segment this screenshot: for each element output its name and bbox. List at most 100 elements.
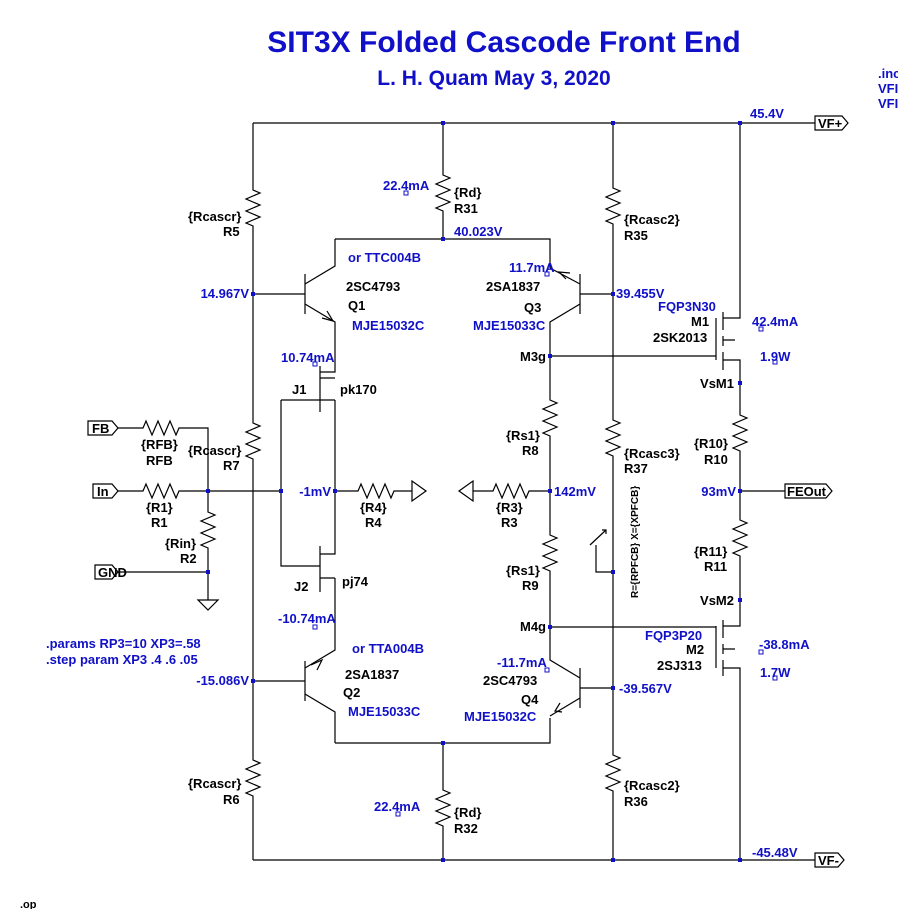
drain-top-bus xyxy=(335,238,551,268)
q4-model: MJE15032C xyxy=(464,709,537,724)
q2-model: MJE15033C xyxy=(348,704,421,719)
r35-name: R35 xyxy=(624,228,648,243)
current-j2: -10.74mA xyxy=(278,611,336,626)
port-vfp[interactable]: VF+ xyxy=(814,115,849,131)
r3-value: {R3} xyxy=(496,500,523,515)
rfb-value: {RFB} xyxy=(141,437,178,452)
j1-gate-wire xyxy=(280,399,320,567)
q3-part: 2SA1837 xyxy=(486,279,540,294)
pot-arrow xyxy=(589,529,607,546)
fb-wire xyxy=(118,419,209,491)
rd-top-wire xyxy=(434,123,452,239)
m1-model: FQP3N30 xyxy=(658,299,716,314)
r10-name: R10 xyxy=(704,452,728,467)
r10-value: {R10} xyxy=(694,436,728,451)
r32-value: {Rd} xyxy=(454,805,481,820)
q2-alt: or TTA004B xyxy=(352,641,424,656)
rin-wire xyxy=(118,491,217,600)
r31-name: R31 xyxy=(454,201,478,216)
q4-part: 2SC4793 xyxy=(483,673,537,688)
port-vfm[interactable]: VF- xyxy=(814,852,845,868)
r10-r11-wire xyxy=(731,383,749,600)
power-m1: 1.9W xyxy=(760,349,791,364)
port-fb-label: FB xyxy=(92,421,109,436)
r9-value: {Rs1} xyxy=(506,563,540,578)
page-subtitle: L. H. Quam May 3, 2020 xyxy=(377,67,610,90)
voltage-q4-base: -39.567V xyxy=(619,681,672,696)
r6-name: R6 xyxy=(223,792,240,807)
q4-emitter-arrow xyxy=(554,702,563,713)
r37-value: {Rcasc3} xyxy=(624,446,680,461)
drain-bottom-bus xyxy=(335,718,551,744)
q2-symbol xyxy=(253,640,336,743)
j2-part: pj74 xyxy=(342,574,369,589)
r5-value: {Rcascr} xyxy=(188,209,242,224)
r2-name: R2 xyxy=(180,551,197,566)
m2-part: 2SJ313 xyxy=(657,658,702,673)
q3-symbol xyxy=(549,267,613,356)
node-m3g: M3g xyxy=(520,349,546,364)
q1-part: 2SC4793 xyxy=(346,279,400,294)
j2-name: J2 xyxy=(294,579,308,594)
node-m4g: M4g xyxy=(520,619,546,634)
port-in[interactable]: In xyxy=(92,483,119,499)
current-markers xyxy=(312,190,778,817)
voltage-mid-right: 142mV xyxy=(554,484,596,499)
port-feout[interactable]: FEOut xyxy=(784,483,833,499)
q4-name: Q4 xyxy=(521,692,539,707)
power-m2: 1.7W xyxy=(760,665,791,680)
r4-name: R4 xyxy=(365,515,382,530)
r5-name: R5 xyxy=(223,224,240,239)
r11-name: R11 xyxy=(704,559,727,574)
port-gnd[interactable]: GND xyxy=(94,564,127,580)
rs-column-wire xyxy=(541,356,559,627)
r4-ground-triangle xyxy=(411,479,428,503)
m2-name: M2 xyxy=(686,642,704,657)
m1-symbol xyxy=(550,123,741,383)
current-rd-bottom: 22.4mA xyxy=(374,799,421,814)
q3-model: MJE15033C xyxy=(473,318,546,333)
node-vsm2: VsM2 xyxy=(700,593,734,608)
params-line-1: .params RP3=10 XP3=.58 xyxy=(46,636,201,651)
q1-name: Q1 xyxy=(348,298,365,313)
port-vfm-label: VF- xyxy=(818,853,839,868)
pot-label: R={RPFCB} X={XPFCB} xyxy=(630,486,641,598)
j1-symbol xyxy=(319,340,336,491)
port-vfp-label: VF+ xyxy=(818,116,843,131)
m1-part: 2SK2013 xyxy=(653,330,707,345)
port-fb[interactable]: FB xyxy=(87,420,119,436)
r1-name: R1 xyxy=(151,515,168,530)
r9-name: R9 xyxy=(522,578,539,593)
current-q4: -11.7mA xyxy=(497,655,547,670)
r7-name: R7 xyxy=(223,458,240,473)
r36-name: R36 xyxy=(624,794,648,809)
voltage-mid-left: -1mV xyxy=(299,484,331,499)
r36-value: {Rcasc2} xyxy=(624,778,680,793)
left-column-wire xyxy=(244,123,262,860)
q2-emitter-arrow xyxy=(310,658,324,671)
r6-value: {Rcascr} xyxy=(188,776,242,791)
in-wire xyxy=(118,482,281,500)
j1-name: J1 xyxy=(292,382,306,397)
r35-value: {Rcasc2} xyxy=(624,212,680,227)
q2-name: Q2 xyxy=(343,685,360,700)
current-rd-top: 22.4mA xyxy=(383,178,430,193)
j2-symbol xyxy=(319,491,336,640)
current-m1: 42.4mA xyxy=(752,314,799,329)
m2-model: FQP3P20 xyxy=(645,628,702,643)
voltage-out: 93mV xyxy=(701,484,736,499)
r7-value: {Rcascr} xyxy=(188,443,242,458)
q2-part: 2SA1837 xyxy=(345,667,399,682)
junction-dots xyxy=(206,121,742,862)
q3-emitter-arrow xyxy=(557,271,571,280)
r4-wire xyxy=(335,482,412,500)
r8-value: {Rs1} xyxy=(506,428,540,443)
port-gnd-label: GND xyxy=(98,565,127,580)
r31-value: {Rd} xyxy=(454,185,481,200)
directive-op: .op xyxy=(20,899,37,909)
m1-name: M1 xyxy=(691,314,709,329)
r8-name: R8 xyxy=(522,443,539,458)
j1-part: pk170 xyxy=(340,382,377,397)
q1-symbol xyxy=(253,239,336,340)
